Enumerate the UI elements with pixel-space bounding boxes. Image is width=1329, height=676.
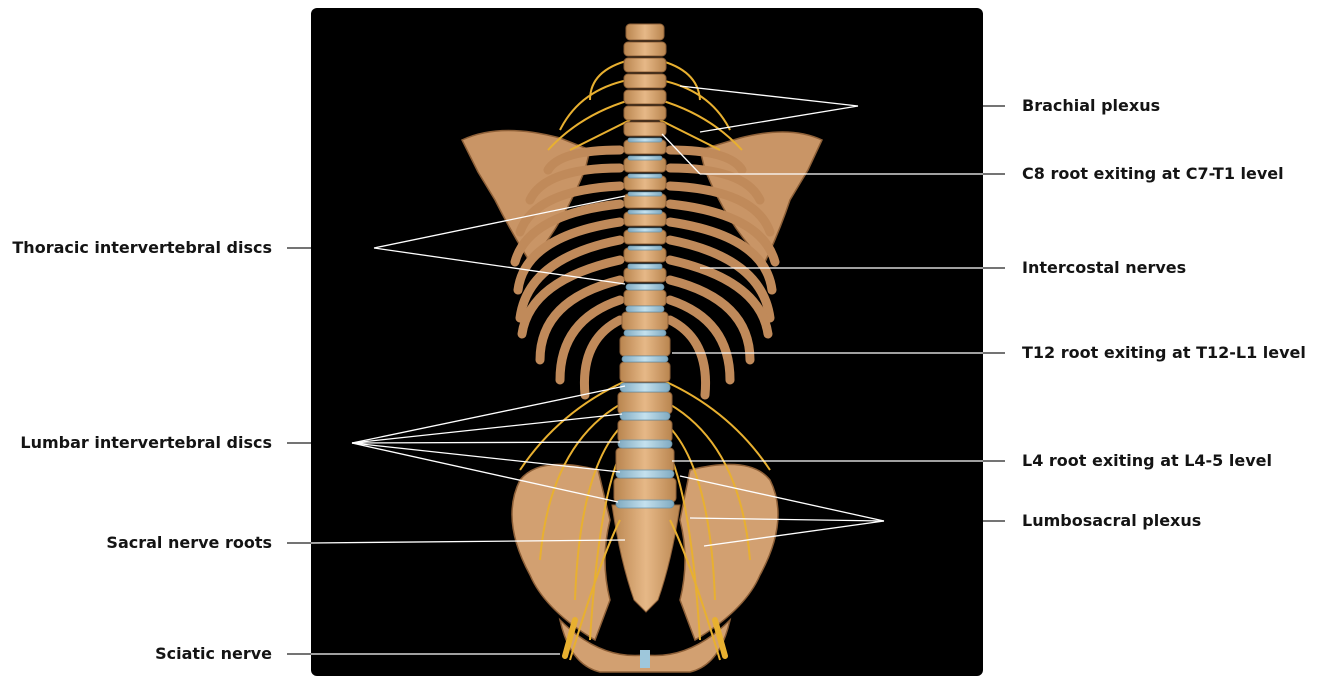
label-l4-root: L4 root exiting at L4-5 level	[1022, 451, 1272, 471]
label-thoracic-discs: Thoracic intervertebral discs	[12, 238, 272, 258]
label-lumbar-discs: Lumbar intervertebral discs	[20, 433, 272, 453]
label-t12-root: T12 root exiting at T12-L1 level	[1022, 343, 1306, 363]
label-sacral-roots: Sacral nerve roots	[106, 533, 272, 553]
label-lumbosacral-plexus: Lumbosacral plexus	[1022, 511, 1201, 531]
label-brachial-plexus: Brachial plexus	[1022, 96, 1160, 116]
label-intercostal-nerves: Intercostal nerves	[1022, 258, 1186, 278]
label-sciatic-nerve: Sciatic nerve	[155, 644, 272, 664]
label-c8-root: C8 root exiting at C7-T1 level	[1022, 164, 1284, 184]
pubic-disc	[640, 650, 650, 668]
